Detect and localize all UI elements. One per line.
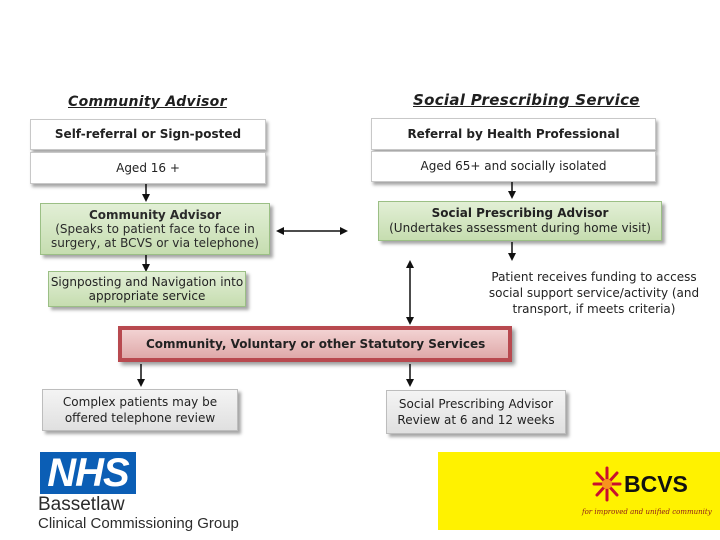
social-prescribing-advisor-box: Social Prescribing Advisor (Undertakes a…: [378, 201, 662, 241]
community-advisor-title: Community Advisor: [88, 208, 222, 222]
bcvs-logo-panel: BCVS for improved and unified community: [438, 452, 720, 530]
services-text: Community, Voluntary or other Statutory …: [146, 336, 486, 351]
nhs-ccg-name: Bassetlaw: [38, 494, 125, 515]
funding-text: Patient receives funding to access socia…: [488, 270, 700, 316]
social-prescribing-advisor-title: Social Prescribing Advisor: [431, 206, 609, 220]
funding-text-box: Patient receives funding to access socia…: [476, 266, 712, 320]
signposting-box: Signposting and Navigation into appropri…: [48, 271, 246, 307]
left-age-box: Aged 16 +: [30, 152, 266, 184]
right-referral-box: Referral by Health Professional: [371, 118, 656, 150]
left-age-text: Aged 16 +: [116, 160, 180, 175]
complex-patients-text: Complex patients may be offered telephon…: [62, 395, 218, 425]
left-referral-text: Self-referral or Sign-posted: [54, 127, 242, 141]
right-age-text: Aged 65+ and socially isolated: [420, 159, 607, 173]
nhs-logo-badge: NHS: [40, 451, 136, 495]
right-column-title: Social Prescribing Service: [413, 91, 640, 109]
nhs-ccg-group: Clinical Commissioning Group: [38, 515, 239, 532]
review-text: Social Prescribing Advisor Review at 6 a…: [397, 397, 555, 427]
left-referral-box: Self-referral or Sign-posted: [30, 119, 266, 150]
community-advisor-box: Community Advisor (Speaks to patient fac…: [40, 203, 270, 255]
review-box: Social Prescribing Advisor Review at 6 a…: [386, 390, 566, 434]
left-column-title: Community Advisor: [68, 94, 227, 110]
bcvs-tagline: for improved and unified community: [582, 508, 712, 516]
bcvs-wordmark: BCVS: [624, 471, 688, 497]
community-advisor-desc: (Speaks to patient face to face in surge…: [51, 222, 259, 250]
complex-patients-box: Complex patients may be offered telephon…: [42, 389, 238, 431]
services-bar: Community, Voluntary or other Statutory …: [118, 326, 512, 362]
signposting-text: Signposting and Navigation into appropri…: [50, 275, 244, 303]
bcvs-star-icon: [592, 466, 622, 502]
right-age-box: Aged 65+ and socially isolated: [371, 151, 656, 182]
right-referral-text: Referral by Health Professional: [407, 126, 620, 141]
social-prescribing-advisor-desc: (Undertakes assessment during home visit…: [389, 221, 651, 235]
